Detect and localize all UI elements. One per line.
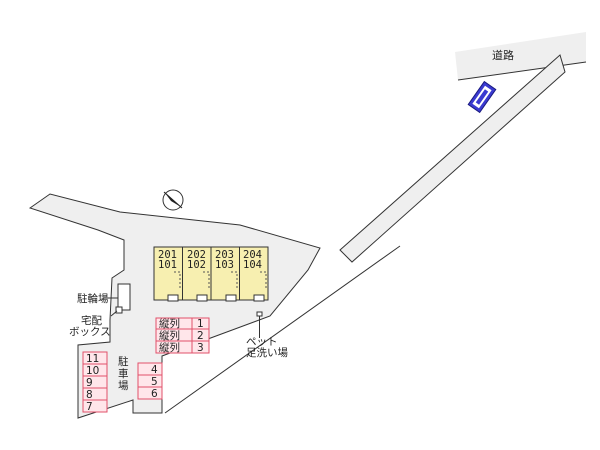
tandem-slot-2-num: 2 [197, 330, 204, 342]
tandem-parking: 縦列 1 縦列 2 縦列 3 [155, 317, 210, 354]
unit-4-upper: 204 [243, 249, 262, 261]
unit-4-lower: 104 [243, 259, 262, 271]
bicycle-parking-label: 駐輪場 [77, 292, 109, 305]
unit-3-lower: 103 [215, 259, 234, 271]
parking-lot-label-1: 駐 [118, 355, 129, 368]
parking-slot-7: 7 [86, 401, 93, 413]
unit-2-upper: 202 [187, 249, 206, 261]
parking-lot-label-2: 車 [118, 367, 129, 380]
unit-2-lower: 102 [187, 259, 206, 271]
boundary-line [164, 245, 401, 414]
building: 201 101 202 102 203 103 204 104 [153, 246, 269, 302]
apartment-sign-icon [467, 80, 497, 114]
road-area [455, 32, 586, 80]
parking-slot-9: 9 [86, 377, 93, 389]
delivery-box-label-2: ボックス [69, 326, 111, 338]
parking-lot-label-3: 場 [118, 379, 129, 392]
parking-slot-11: 11 [86, 353, 99, 365]
pet-wash-icon [256, 311, 263, 317]
pet-wash-label-1: ペット [246, 336, 278, 348]
lot-outline [28, 193, 321, 419]
access-drive [339, 54, 566, 263]
pet-wash-label-2: 足洗い場 [246, 346, 288, 359]
north-arrow-icon [162, 189, 184, 211]
delivery-box-label-1: 宅配 [81, 314, 102, 327]
parking-right-column: 4 5 6 [137, 362, 163, 400]
parking-slot-5: 5 [151, 376, 158, 388]
tandem-slot-3-label: 縦列 [159, 341, 180, 354]
unit-1-upper: 201 [158, 249, 177, 261]
delivery-box-icon [115, 306, 123, 314]
bicycle-parking-area [117, 283, 131, 311]
parking-slot-8: 8 [86, 389, 93, 401]
unit-3-upper: 203 [215, 249, 234, 261]
road-edge [457, 61, 587, 81]
parking-slot-4: 4 [151, 364, 158, 376]
tandem-slot-1-label: 縦列 [159, 317, 180, 330]
parking-slot-10: 10 [86, 365, 99, 377]
road-label: 道路 [492, 48, 514, 62]
tandem-slot-2-label: 縦列 [159, 329, 180, 342]
unit-1-lower: 101 [158, 259, 177, 271]
tandem-slot-3-num: 3 [197, 342, 204, 354]
parking-left-column: 11 10 9 8 7 [82, 351, 108, 413]
parking-slot-6: 6 [151, 388, 158, 400]
tandem-slot-1-num: 1 [197, 318, 204, 330]
